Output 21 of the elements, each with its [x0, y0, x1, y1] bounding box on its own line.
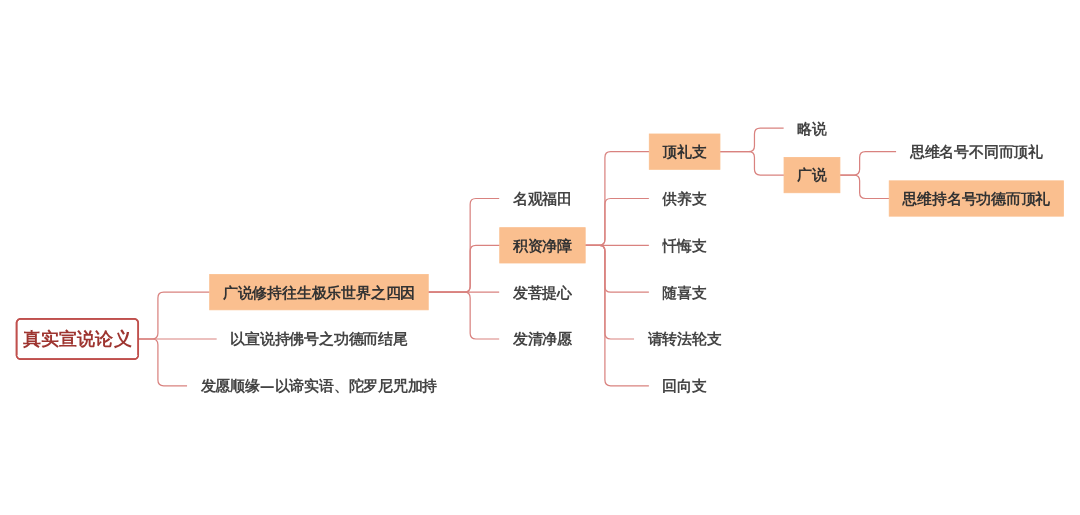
- node-text: 以宣说持佛号之功德而结尾: [230, 330, 408, 349]
- connector: [839, 174, 890, 200]
- node-text: 忏悔支: [662, 237, 707, 255]
- node-text: 请转法轮支: [647, 330, 722, 349]
- connector: [719, 151, 785, 177]
- connector: [427, 292, 501, 341]
- node-box: 积资净障: [499, 227, 586, 264]
- node-text: 随喜支: [662, 283, 707, 302]
- node-text: 发菩提心: [512, 283, 573, 302]
- node-text: 略说: [797, 120, 827, 138]
- node-box: 思维持名号功德而顶礼: [888, 180, 1064, 217]
- node-text: 回向支: [662, 377, 707, 395]
- node-text: 发愿顺缘—以谛实语、陀罗尼咒加持: [200, 377, 438, 395]
- node-box: 广说: [783, 157, 841, 194]
- connector: [584, 245, 650, 387]
- node-box: 广说修持往生极乐世界之四因: [209, 274, 429, 311]
- node-box: 顶礼支: [648, 134, 721, 171]
- node-text: 思维名号不同而顶礼: [909, 143, 1043, 161]
- node-text: 名观福田: [512, 190, 573, 208]
- node-text: 供养支: [662, 190, 707, 208]
- node-text: 发清净愿: [512, 330, 573, 349]
